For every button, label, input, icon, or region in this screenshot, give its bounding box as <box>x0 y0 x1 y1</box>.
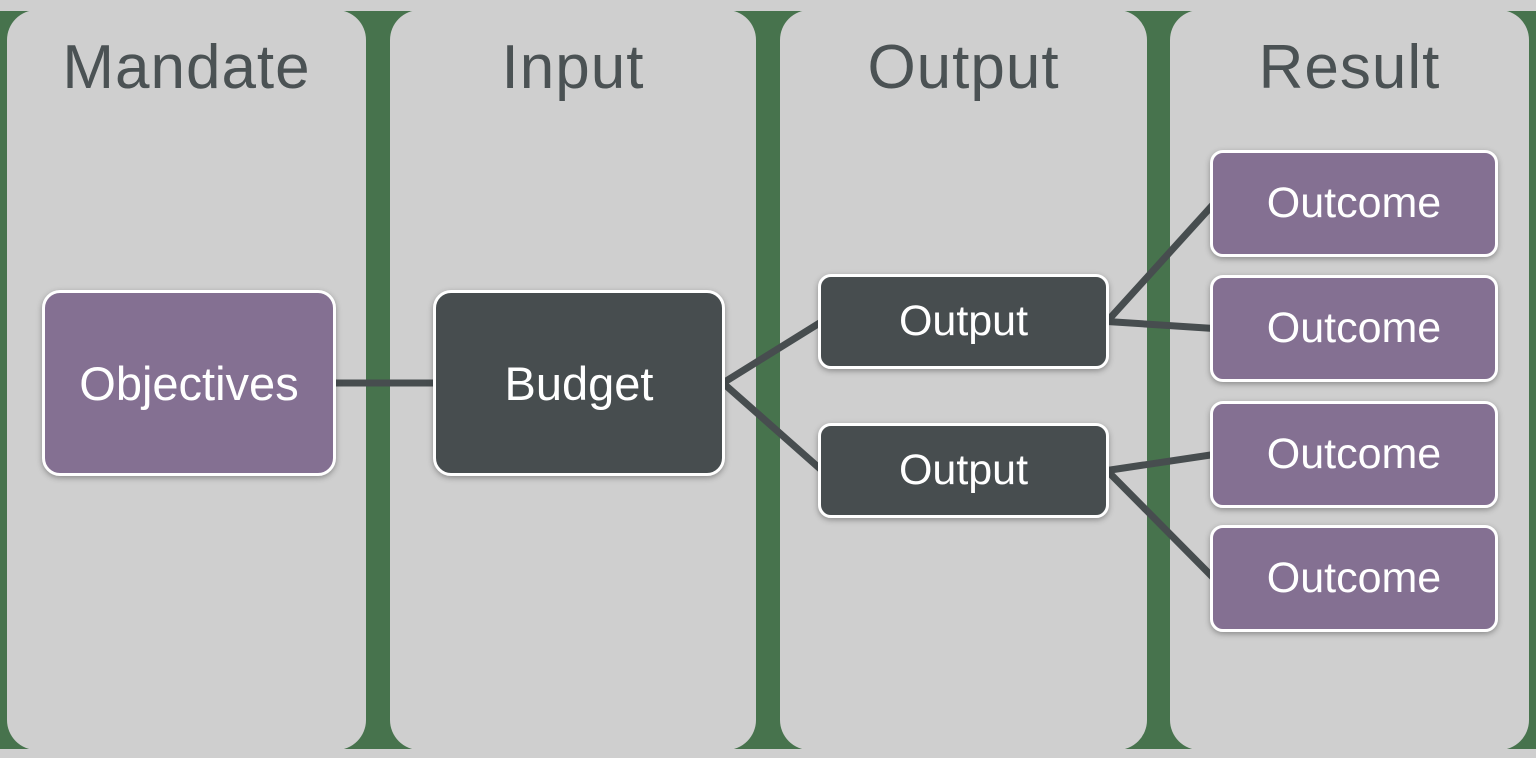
top-strip <box>0 0 1536 11</box>
node-objectives: Objectives <box>42 290 336 476</box>
node-outcome-1: Outcome <box>1210 150 1498 257</box>
node-output-2: Output <box>818 423 1109 518</box>
column-output: Output <box>780 10 1147 750</box>
node-budget: Budget <box>433 290 725 476</box>
node-outcome-4: Outcome <box>1210 525 1498 632</box>
column-title-output: Output <box>867 33 1060 102</box>
column-title-input: Input <box>501 33 645 102</box>
node-outcome-3: Outcome <box>1210 401 1498 508</box>
bottom-strip <box>0 749 1536 758</box>
node-output-1: Output <box>818 274 1109 369</box>
column-title-result: Result <box>1258 33 1441 102</box>
column-title-mandate: Mandate <box>62 33 311 102</box>
node-outcome-2: Outcome <box>1210 275 1498 382</box>
